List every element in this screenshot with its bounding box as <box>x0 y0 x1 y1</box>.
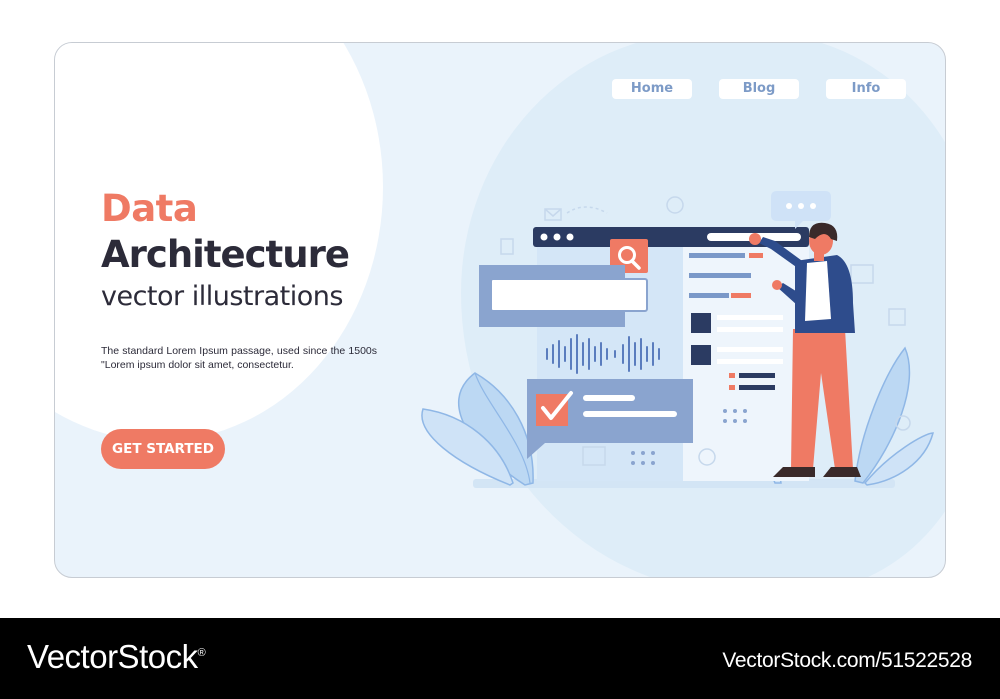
search-input-field <box>490 278 648 312</box>
get-started-button[interactable]: GET STARTED <box>101 429 225 469</box>
checkmark-icon <box>527 379 693 459</box>
mail-icon <box>500 196 911 466</box>
browser-title-bar <box>533 227 809 247</box>
search-icon <box>610 239 648 273</box>
watermark-bar: VectorStock® VectorStock.com/51522528 <box>0 618 1000 699</box>
chat-bubble-icon <box>771 191 831 229</box>
hero-title-accent: Data <box>101 187 198 230</box>
hero-description: The standard Lorem Ipsum passage, used s… <box>101 345 377 371</box>
audio-wave-icon <box>546 334 660 374</box>
nav-blog[interactable]: Blog <box>719 79 799 99</box>
leaf-icon <box>421 372 534 486</box>
decorative-dots <box>631 409 747 465</box>
hero-subtitle: vector illustrations <box>101 281 343 312</box>
nav-info[interactable]: Info <box>826 79 906 99</box>
nav-home[interactable]: Home <box>612 79 692 99</box>
presenter-person <box>749 222 861 477</box>
data-architecture-illustration <box>421 191 934 488</box>
ground-platform <box>473 479 895 488</box>
landing-card: Home Blog Info Data Architecture vector … <box>54 42 946 578</box>
watermark-id: VectorStock.com/51522528 <box>722 649 972 672</box>
hero-title-main: Architecture <box>101 233 350 276</box>
watermark-brand: VectorStock® <box>27 638 206 675</box>
